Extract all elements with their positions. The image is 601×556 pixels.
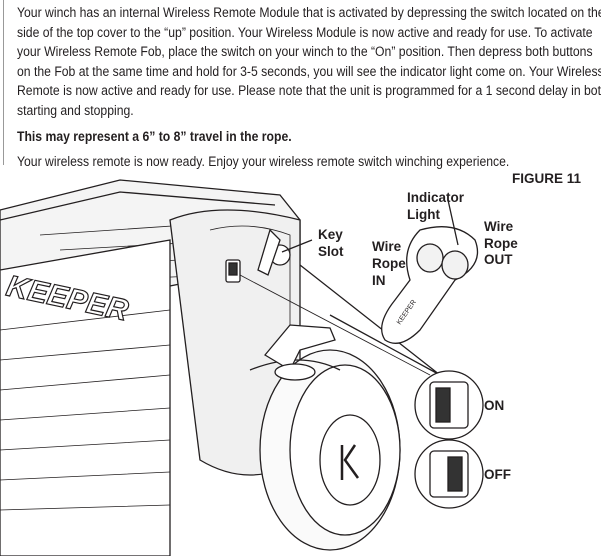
on-label: ON — [484, 398, 504, 413]
off-label: OFF — [484, 467, 511, 482]
margin-rule — [3, 0, 4, 165]
paragraph-line: side of the top cover to the “up” positi… — [17, 24, 593, 41]
figure-labels: Key Slot Indicator Light Wire Rope IN Wi… — [318, 190, 518, 482]
wire-rope-out-label: Wire — [484, 219, 514, 234]
figure-11-illustration: FIGURE 11 KEEPER KEEPER — [0, 171, 582, 556]
paragraph-line: your Wireless Remote Fob, place the swit… — [17, 44, 593, 61]
instructions-text: Your winch has an internal Wireless Remo… — [17, 4, 601, 173]
figure-title: FIGURE 11 — [512, 171, 582, 186]
key-slot-label: Slot — [318, 244, 344, 259]
indicator-light-label: Light — [407, 207, 440, 222]
wire-rope-out-label: Rope — [484, 236, 518, 251]
wire-rope-in-label: Rope — [372, 256, 406, 271]
remote-fob: KEEPER — [381, 199, 479, 344]
closing-text: Your wireless remote is now ready. Enjoy… — [17, 154, 510, 171]
wire-rope-in-label: IN — [372, 273, 386, 288]
winch-drawing: KEEPER — [0, 179, 441, 556]
paragraph-line: on the Fob at the same time and hold for… — [17, 63, 601, 80]
wire-rope-in-label: Wire — [372, 239, 402, 254]
indicator-light-label: Indicator — [407, 190, 465, 205]
paragraph-line: starting and stopping. — [17, 102, 134, 119]
switch-on — [414, 370, 484, 440]
paragraph-line: Your winch has an internal Wireless Remo… — [17, 5, 601, 21]
key-slot-label: Key — [318, 227, 343, 242]
wire-rope-out-label: OUT — [484, 252, 513, 267]
paragraph-line: Remote is now active and ready for use. … — [17, 83, 601, 100]
bold-note: This may represent a 6” to 8” travel in … — [17, 128, 292, 145]
switch-off — [414, 439, 484, 509]
